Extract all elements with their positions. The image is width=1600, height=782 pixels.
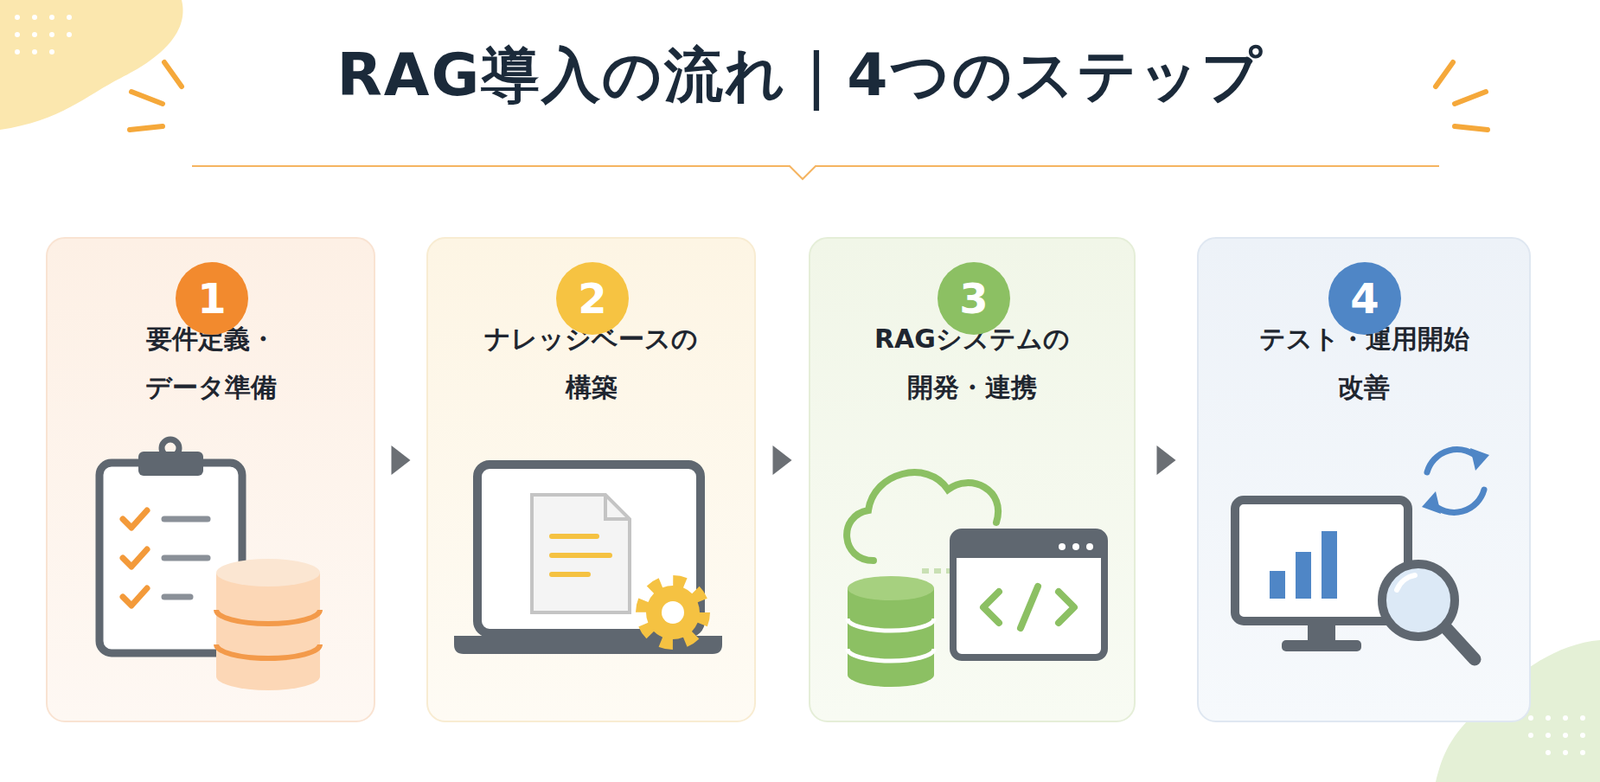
step-number: 4 bbox=[1350, 277, 1379, 320]
step-card: RAGシステムの 開発・連携3 bbox=[808, 236, 1136, 723]
step-number-circle: 3 bbox=[937, 262, 1011, 335]
flow-arrow bbox=[755, 445, 809, 475]
laptop-icon bbox=[454, 464, 723, 654]
step-card: テスト・運用開始 改善4 bbox=[1196, 236, 1531, 723]
step-number: 2 bbox=[577, 277, 607, 320]
cloud-icon bbox=[846, 472, 999, 571]
step-number-circle: 2 bbox=[556, 262, 629, 335]
step-card: 要件定義・ データ準備1 bbox=[45, 236, 376, 723]
arrow-head bbox=[1157, 445, 1177, 475]
magnifier-icon bbox=[1382, 563, 1475, 660]
code-window-icon bbox=[953, 531, 1105, 658]
refresh-icon bbox=[1421, 448, 1490, 514]
arrow-head bbox=[391, 445, 411, 475]
clipboard-icon bbox=[99, 439, 243, 653]
flow-arrow bbox=[1135, 445, 1197, 475]
monitor-icon bbox=[1235, 499, 1408, 652]
database-icon bbox=[216, 558, 320, 691]
dot-pattern bbox=[1528, 715, 1586, 756]
dot-pattern bbox=[14, 14, 72, 55]
step-number: 3 bbox=[959, 277, 988, 320]
step-number-circle: 4 bbox=[1328, 262, 1402, 335]
title-underline bbox=[192, 166, 1440, 180]
title-text: RAG導入の流れ｜4つのステップ bbox=[0, 36, 1600, 116]
step-number-circle: 1 bbox=[175, 262, 249, 335]
step-number: 1 bbox=[197, 277, 226, 320]
flow-arrow bbox=[375, 445, 427, 475]
arrow-head bbox=[773, 445, 793, 475]
connector-line bbox=[755, 460, 809, 461]
step-card: ナレッジベースの 構築2 bbox=[426, 236, 756, 723]
database-icon bbox=[847, 576, 935, 687]
connector-line bbox=[375, 460, 427, 461]
connector-line bbox=[1135, 460, 1197, 461]
corner-blob bbox=[0, 0, 184, 130]
gear-icon bbox=[641, 581, 704, 644]
